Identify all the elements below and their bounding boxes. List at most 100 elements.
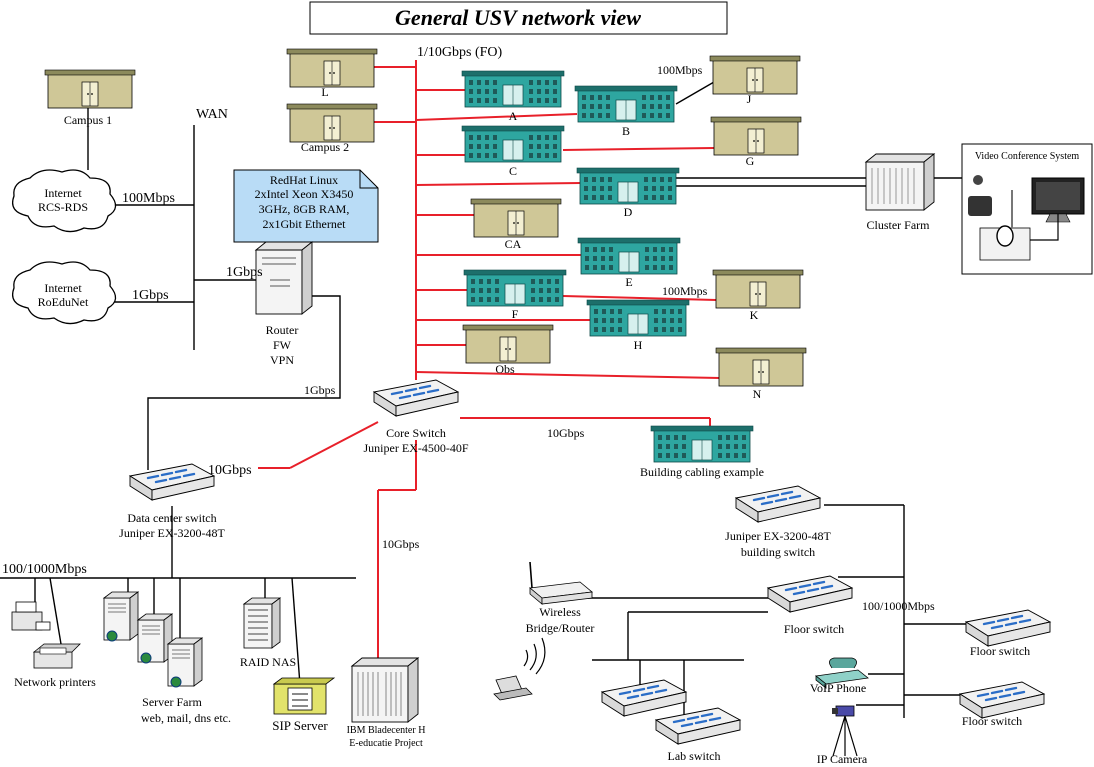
building-ca [470,198,562,238]
floor-switch-right-2-icon [958,680,1046,720]
building-obs [462,324,554,364]
video-conference-label: Video Conference System [975,151,1080,162]
internet-rcs-line1: Internet [44,186,82,200]
copper-links [0,81,966,718]
laptop-icon [493,675,533,701]
floor-switch-main-icon [766,574,854,614]
fiber-links [258,60,721,660]
floor-switch-main-label: Floor switch [784,622,844,636]
router-note-line2: 2xIntel Xeon X3450 [255,187,354,201]
router-label-line2: FW [273,338,292,352]
voip-phone-label: VoIP Phone [810,681,866,695]
title-box [309,1,728,35]
building-d-label: D [624,205,633,219]
rcs-speed-label: 100Mbps [122,191,175,206]
internet-rcs-cloud [11,169,117,233]
building-n-label: N [753,387,762,401]
ibm-line2: E-educatie Project [349,738,423,749]
internet-rcs-line2: RCS-RDS [38,200,88,214]
building-l [286,48,378,88]
wireless-line2: Bridge/Router [526,621,595,635]
building-ca-label: CA [505,237,522,251]
core-switch-icon [372,378,460,418]
core-ibm-speed: 10Gbps [382,537,420,551]
building-g [710,116,802,156]
link-f-k-speed: 100Mbps [662,284,708,298]
wireless-router-icon [529,561,593,605]
raid-nas-label: RAID NAS [240,655,296,669]
core-switch-line1: Core Switch [386,426,446,440]
floor-switch-right-1-label: Floor switch [970,644,1030,658]
lab-switch-label: Lab switch [668,749,721,763]
building-h [586,299,690,337]
internet-roedu-cloud [11,261,117,325]
core-switch-line2: Juniper EX-4500-40F [364,441,469,455]
building-f-label: F [512,307,519,321]
router-speed-in: 1Gbps [226,265,263,280]
building-j [709,55,801,95]
router-label-line3: VPN [270,353,294,367]
ip-camera-icon [832,705,858,757]
server-farm-icon [103,591,203,688]
ibm-bladecenter-icon [350,657,420,723]
cluster-farm-icon [864,153,936,211]
building-j-label: J [747,92,752,106]
building-a-label: A [509,109,518,123]
data-center-switch-icon [128,462,216,502]
server-farm-line1: Server Farm [142,695,202,709]
campus-2-building [286,103,378,143]
cluster-farm-label: Cluster Farm [867,218,931,232]
core-building-speed: 10Gbps [547,426,585,440]
router-note-line1: RedHat Linux [270,173,338,187]
core-dc-speed: 10Gbps [208,463,252,478]
building-e [577,237,681,275]
building-switch-line1: Juniper EX-3200-48T [725,529,831,543]
campus-1-building [44,69,136,109]
dc-bus-speed: 100/1000Mbps [2,562,87,577]
building-f [463,269,567,307]
lab-switch-2-icon [654,706,742,746]
network-printers-label: Network printers [14,675,96,689]
building-c-label: C [509,164,517,178]
campus-1-label: Campus 1 [64,113,112,127]
building-example-label: Building cabling example [640,465,764,479]
floor-switch-right-1-icon [964,608,1052,648]
building-g-label: G [746,154,755,168]
sip-server-icon [272,677,336,715]
sip-server-label: SIP Server [272,718,328,733]
router-server-icon [254,241,314,315]
raid-nas-icon [242,597,282,649]
building-n [715,347,807,387]
floor-switch-right-2-label: Floor switch [962,714,1022,728]
wireless-line1: Wireless [539,605,581,619]
ip-camera-label: IP Camera [817,752,868,766]
dc-switch-line2: Juniper EX-3200-48T [119,526,225,540]
router-note-line4: 2x1Gbit Ethernet [263,217,347,231]
building-b [574,85,678,123]
lab-switch-1-icon [600,678,688,718]
building-a [461,70,565,108]
dc-switch-line1: Data center switch [127,511,216,525]
internet-roedu-line2: RoEduNet [38,295,89,309]
server-farm-line2: web, mail, dns etc. [141,711,231,725]
router-note-box [233,169,379,243]
building-obs-label: Obs [495,362,515,376]
video-conference-equipment-icon [968,175,1085,261]
building-l-label: L [321,85,328,99]
building-cabling-example [650,425,754,463]
building-d [576,167,680,205]
building-e-label: E [625,275,632,289]
building-c [461,125,565,163]
building-k-label: K [750,308,759,322]
ibm-line1: IBM Bladecenter H [347,725,426,736]
backbone-label: 1/10Gbps (FO) [417,45,503,60]
wireless-signal-icon [523,637,546,675]
building-switch-line2: building switch [741,545,815,559]
voip-phone-icon [815,657,869,689]
internet-roedu-line1: Internet [44,281,82,295]
diagram-title: General USV network view [395,5,641,30]
roedu-speed-label: 1Gbps [132,288,169,303]
building-k [712,269,804,309]
router-note-line3: 3GHz, 8GB RAM, [259,202,350,216]
